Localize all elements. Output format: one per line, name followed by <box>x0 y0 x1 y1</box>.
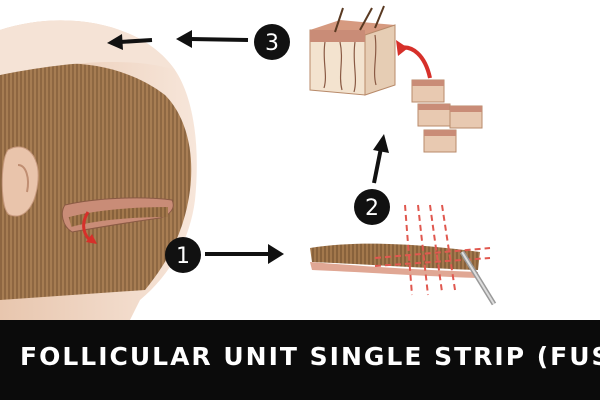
graft-cubes-illustration <box>396 40 483 153</box>
step-1-marker: 1 <box>165 237 201 273</box>
step-2-marker: 2 <box>354 189 390 225</box>
arrow-step-3 <box>176 30 249 48</box>
step-2-number: 2 <box>365 196 379 221</box>
step-arrows <box>107 30 389 264</box>
step-1-number: 1 <box>176 244 190 269</box>
caption-title: FOLLICULAR UNIT SINGLE STRIP (FUSS) <box>20 342 600 371</box>
donor-strip-illustration <box>310 204 497 306</box>
head-illustration <box>0 20 197 320</box>
skin-block-illustration <box>309 5 396 96</box>
step-3-number: 3 <box>265 31 279 56</box>
arrow-to-head <box>107 34 153 50</box>
arrow-step-1 <box>205 244 284 264</box>
step-3-marker: 3 <box>254 24 290 60</box>
illustration: 1 2 3 <box>0 5 497 320</box>
arrow-step-2 <box>372 134 389 184</box>
caption-bar: FOLLICULAR UNIT SINGLE STRIP (FUSS) <box>0 320 600 400</box>
